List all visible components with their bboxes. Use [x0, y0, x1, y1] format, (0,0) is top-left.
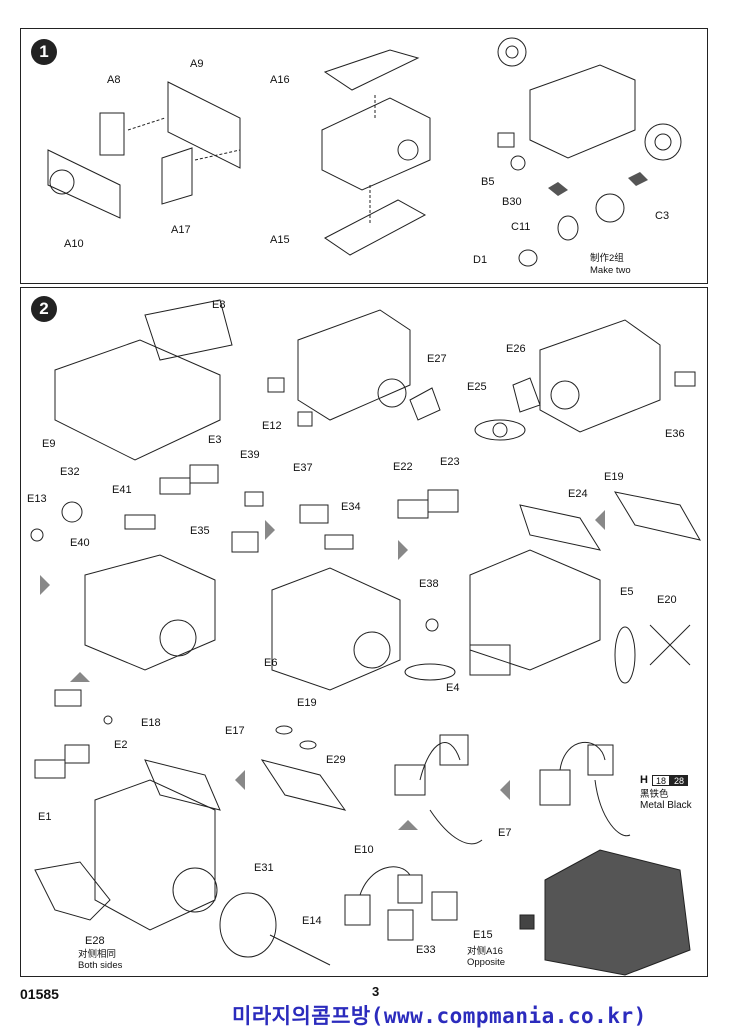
- label-e32: E32: [60, 466, 80, 478]
- part-e31: [219, 892, 277, 958]
- engine-block-1: [321, 97, 431, 191]
- label-e36: E36: [665, 428, 685, 440]
- engine-e34: [271, 567, 401, 691]
- engine-e8: [54, 339, 221, 461]
- label-e7: E7: [498, 827, 512, 839]
- label-e33: E33: [416, 944, 436, 956]
- label-c11: C11: [511, 221, 531, 233]
- label-e5: E5: [620, 586, 634, 598]
- step-1-panel: [20, 28, 708, 284]
- paint-code-18: 18: [651, 775, 670, 786]
- label-e19-bottom: E19: [297, 697, 317, 709]
- make-two-note-en: Make two: [590, 265, 631, 276]
- label-e13: E13: [27, 493, 47, 505]
- label-e15: E15: [473, 929, 493, 941]
- label-e37: E37: [293, 462, 313, 474]
- finished-engine: [544, 849, 691, 976]
- label-a16: A16: [270, 74, 290, 86]
- label-a17: A17: [171, 224, 191, 236]
- label-e14: E14: [302, 915, 322, 927]
- label-b30: B30: [502, 196, 522, 208]
- label-e3: E3: [208, 434, 222, 446]
- part-a10: [47, 149, 121, 219]
- make-two-note-cn: 制作2组: [590, 253, 624, 264]
- label-e35: E35: [190, 525, 210, 537]
- label-e28: E28: [85, 935, 105, 947]
- paint-code-letter: H: [640, 774, 648, 786]
- step1-drawings: [47, 37, 682, 267]
- both-sides-cn: 对侧相同: [78, 949, 117, 960]
- label-e1: E1: [38, 811, 52, 823]
- product-code: 01585: [20, 986, 59, 1002]
- label-e22: E22: [393, 461, 413, 473]
- step-2-badge: 2: [31, 296, 57, 322]
- paint-name-cn: 黑铁色: [640, 789, 669, 800]
- label-d1: D1: [473, 254, 488, 266]
- label-a15: A15: [270, 234, 290, 246]
- engine-e6: [84, 554, 216, 671]
- step2-drawings: [30, 299, 702, 976]
- label-b5: B5: [481, 176, 495, 188]
- engine-e26: [539, 319, 661, 433]
- label-e23: E23: [440, 456, 460, 468]
- label-e24: E24: [568, 488, 588, 500]
- part-e29: [260, 759, 347, 811]
- part-a9: [167, 81, 241, 169]
- label-e6: E6: [264, 657, 278, 669]
- label-e4: E4: [446, 682, 460, 694]
- label-e34: E34: [341, 501, 361, 513]
- label-e40: E40: [70, 537, 90, 549]
- label-e39: E39: [240, 449, 260, 461]
- label-e31: E31: [254, 862, 274, 874]
- label-a9: A9: [190, 58, 204, 70]
- gearbox: [529, 64, 636, 159]
- page-number: 3: [372, 984, 380, 999]
- label-e26: E26: [506, 343, 526, 355]
- part-a15: [324, 199, 427, 256]
- label-e8: E8: [212, 299, 226, 311]
- label-a10: A10: [64, 238, 84, 250]
- step-2-panel: [20, 287, 708, 977]
- label-e41: E41: [112, 484, 132, 496]
- paint-name-en: Metal Black: [640, 800, 692, 811]
- part-a16: [323, 49, 420, 91]
- label-e19-top: E19: [604, 471, 624, 483]
- step-1-badge: 1: [31, 39, 57, 65]
- label-e2: E2: [114, 739, 128, 751]
- watermark: 미라지의콤프방(www.compmania.co.kr): [232, 1004, 647, 1028]
- label-c3: C3: [655, 210, 670, 222]
- label-e25: E25: [467, 381, 487, 393]
- label-e27: E27: [427, 353, 447, 365]
- part-a17: [161, 147, 193, 205]
- label-e9: E9: [42, 438, 56, 450]
- label-e17: E17: [225, 725, 245, 737]
- label-e20: E20: [657, 594, 677, 606]
- opposite-cn: 对侧A16: [467, 946, 503, 957]
- label-e12: E12: [262, 420, 282, 432]
- both-sides-en: Both sides: [78, 960, 123, 971]
- part-a10-gear: [49, 169, 75, 195]
- label-e29: E29: [326, 754, 346, 766]
- label-e10: E10: [354, 844, 374, 856]
- label-a8: A8: [107, 74, 121, 86]
- label-e38: E38: [419, 578, 439, 590]
- exhaust-e28: [34, 861, 111, 921]
- part-a8: [99, 112, 125, 156]
- opposite-en: Opposite: [467, 957, 506, 968]
- engine-e12: [297, 309, 411, 421]
- paint-code-box: H 18 28: [640, 775, 688, 786]
- paint-code-28: 28: [669, 775, 688, 786]
- label-e18: E18: [141, 717, 161, 729]
